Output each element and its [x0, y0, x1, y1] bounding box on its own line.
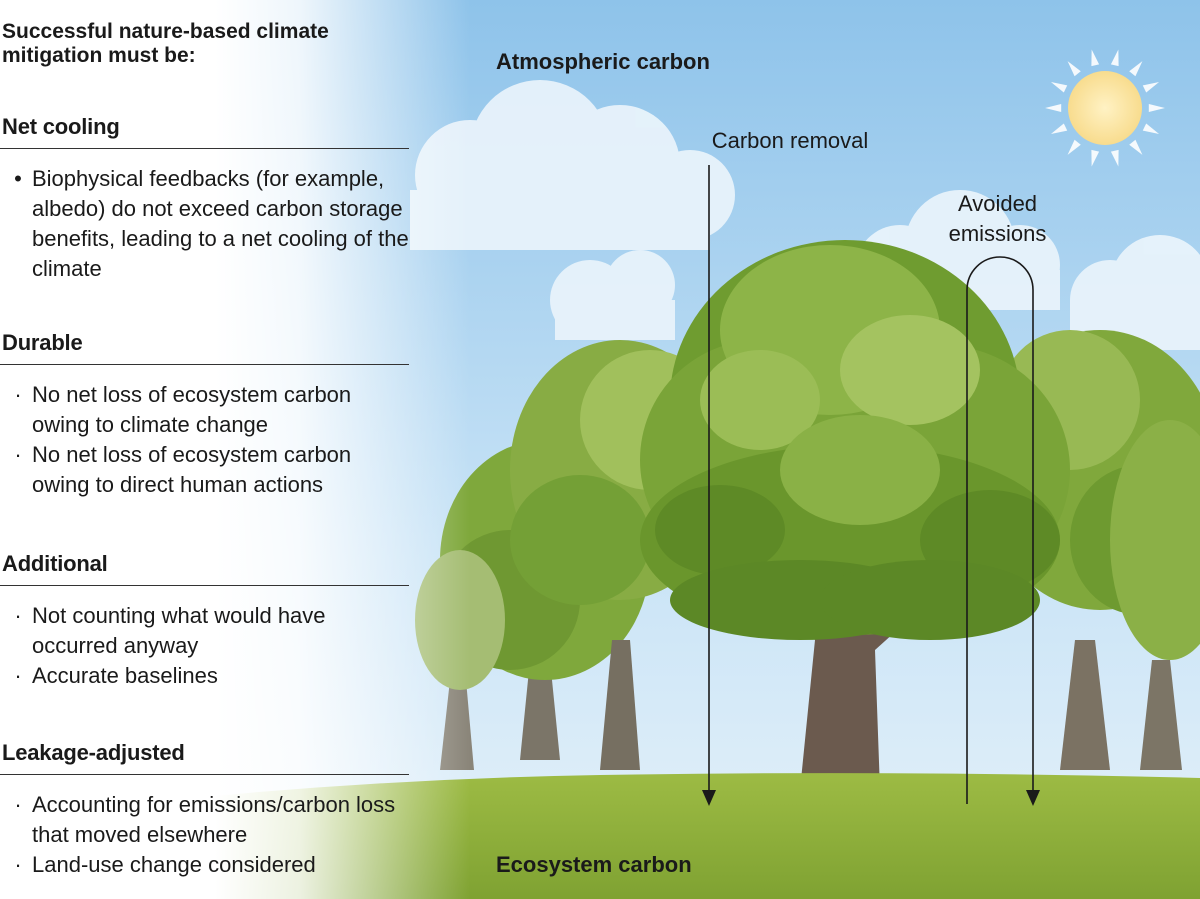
bullet-icon: · [10, 790, 26, 820]
bullet-text: Accurate baselines [32, 663, 218, 688]
bullet-text: Land-use change considered [32, 852, 316, 877]
list-item: ·Accurate baselines [0, 661, 412, 691]
ecosystem-carbon-label: Ecosystem carbon [496, 850, 692, 880]
divider [0, 774, 409, 775]
panel-title: Successful nature-based climate mitigati… [2, 20, 382, 68]
bullet-icon: · [10, 850, 26, 880]
carbon-removal-label: Carbon removal [690, 126, 890, 156]
bullet-icon: · [10, 380, 26, 410]
atmospheric-carbon-label: Atmospheric carbon [496, 47, 710, 77]
criteria-panel: Successful nature-based climate mitigati… [0, 0, 412, 899]
divider [0, 364, 409, 365]
criterion-heading-net-cooling: Net cooling [2, 114, 120, 140]
criterion-heading-additional: Additional [2, 551, 108, 577]
criterion-heading-leakage-adjusted: Leakage-adjusted [2, 740, 185, 766]
list-item: ·No net loss of ecosystem carbon owing t… [0, 440, 412, 500]
bullet-icon: • [10, 164, 26, 194]
list-item: •Biophysical feedbacks (for example, alb… [0, 164, 412, 284]
bullet-list: •Biophysical feedbacks (for example, alb… [0, 164, 412, 284]
divider [0, 148, 409, 149]
bullet-icon: · [10, 601, 26, 631]
bullet-text: Not counting what would have occurred an… [32, 603, 326, 658]
bullet-list: ·Not counting what would have occurred a… [0, 601, 412, 691]
bullet-list: ·Accounting for emissions/carbon loss th… [0, 790, 412, 880]
list-item: ·Land-use change considered [0, 850, 412, 880]
bullet-icon: · [10, 440, 26, 470]
bullet-list: ·No net loss of ecosystem carbon owing t… [0, 380, 412, 500]
criterion-heading-durable: Durable [2, 330, 83, 356]
bullet-text: Biophysical feedbacks (for example, albe… [32, 166, 409, 281]
bullet-icon: · [10, 661, 26, 691]
list-item: ·Not counting what would have occurred a… [0, 601, 412, 661]
list-item: ·No net loss of ecosystem carbon owing t… [0, 380, 412, 440]
list-item: ·Accounting for emissions/carbon loss th… [0, 790, 412, 850]
avoided-emissions-label: Avoided emissions [930, 189, 1065, 249]
bullet-text: Accounting for emissions/carbon loss tha… [32, 792, 395, 847]
bullet-text: No net loss of ecosystem carbon owing to… [32, 382, 351, 437]
divider [0, 585, 409, 586]
bullet-text: No net loss of ecosystem carbon owing to… [32, 442, 351, 497]
